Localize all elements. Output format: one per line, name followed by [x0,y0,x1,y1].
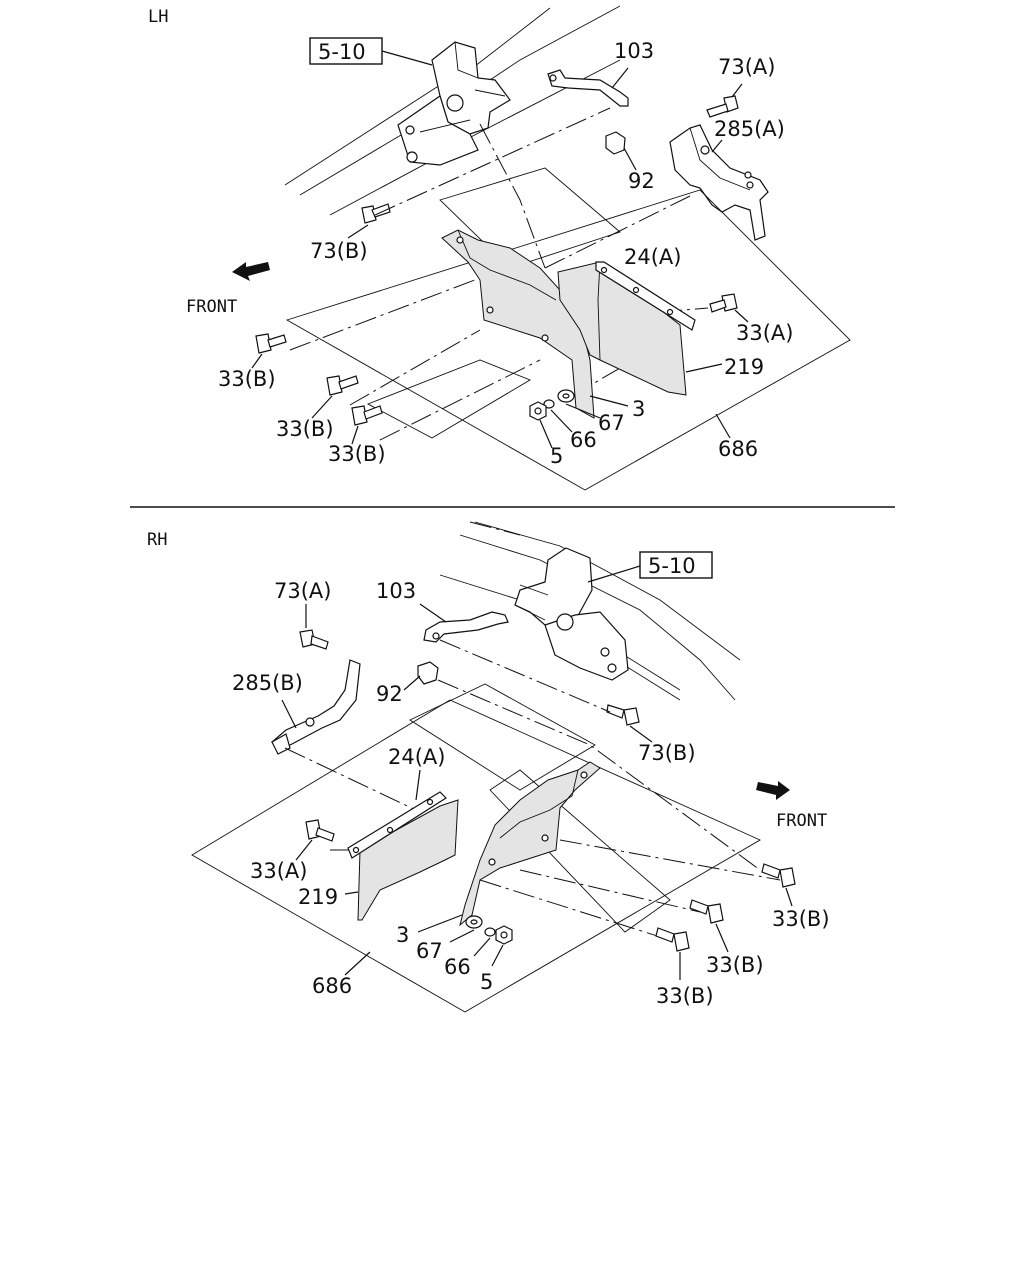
rh-callout-67: 67 [416,939,443,963]
rh-callout-33b-1: 33(B) [772,907,830,931]
lh-callout-92: 92 [628,169,655,193]
rh-section-title: RH [147,530,167,550]
lh-callout-66: 66 [570,428,597,452]
lh-ref-box[interactable] [309,37,383,65]
rh-bolt-33b-3 [655,927,690,980]
lh-part-92 [605,131,637,171]
rh-callout-686: 686 [312,974,352,998]
lh-callout-67: 67 [598,411,625,435]
lh-callout-686: 686 [718,437,758,461]
lh-bolt-73a [706,83,743,118]
lh-front-arrow-icon [232,262,270,281]
rh-front-arrow-icon [756,781,790,800]
rh-callout-33b-3: 33(B) [656,984,714,1008]
rh-part-285b [271,659,361,755]
rh-callout-219: 219 [298,885,338,909]
rh-part-103 [419,603,509,643]
rh-callout-103: 103 [376,579,416,603]
rh-mudguard-main [459,761,601,927]
lh-section-title: LH [148,7,168,27]
rh-plane-686 [191,699,761,1013]
rh-frame-rails [439,521,741,701]
lh-front-indicator: FRONT [186,262,270,317]
rh-callout-92: 92 [376,682,403,706]
lh-callout-33a: 33(A) [736,321,793,345]
rh-hardware-3-67-66-5 [344,891,513,976]
rh-section: RH 5-10 [147,521,830,1013]
lh-bolt-33b-3 [351,405,383,445]
rh-callout-73b: 73(B) [638,741,696,765]
rh-callout-24a: 24(A) [388,745,445,769]
lh-callout-5: 5 [550,444,563,468]
lh-callout-24a: 24(A) [624,245,681,269]
lh-engine-mount [397,41,511,166]
lh-bolt-33b-2 [311,375,359,419]
rh-callout-5: 5 [480,970,493,994]
rh-bolt-73a [299,604,329,650]
rh-bolt-73b [606,704,653,743]
lh-plane-686 [285,189,851,491]
rh-bolt-33b-2 [689,899,729,953]
lh-callout-285a: 285(A) [714,117,785,141]
lh-front-label: FRONT [186,297,237,317]
lh-section: LH 5-10 [148,5,851,491]
lh-callout-73b: 73(B) [310,239,368,263]
lh-callout-33b-3: 33(B) [328,442,386,466]
rh-callout-66: 66 [444,955,471,979]
rh-callout-3: 3 [396,923,409,947]
lh-callout-33b-1: 33(B) [218,367,276,391]
rh-part-92 [403,661,439,691]
lh-callout-73a: 73(A) [718,55,775,79]
rh-ref-box[interactable] [639,551,713,579]
lh-ref-box-label: 5-10 [318,40,366,64]
lh-bolt-33b-1 [251,333,287,369]
lh-mudguard-main [441,229,595,419]
lh-callout-103: 103 [614,39,654,63]
lh-part-103 [547,67,629,107]
rh-callout-285b: 285(B) [232,671,303,695]
lh-callout-33b-2: 33(B) [276,417,334,441]
lh-part-24a [595,261,696,331]
lh-callout-219: 219 [724,355,764,379]
rh-callout-33b-2: 33(B) [706,953,764,977]
rh-bolt-33b-1 [761,863,796,907]
lh-bolt-73b [347,203,391,239]
rh-ref-box-label: 5-10 [648,554,696,578]
rh-callout-33a: 33(A) [250,859,307,883]
rh-front-label: FRONT [776,811,827,831]
rh-part-24a [347,769,447,859]
lh-bolt-33a [709,293,749,323]
lh-callout-3: 3 [632,397,645,421]
rh-engine-mount [514,547,629,681]
rh-bolt-33a [295,819,335,861]
lh-hardware-3-67-66-5 [529,363,731,449]
rh-callout-73a: 73(A) [274,579,331,603]
lh-part-285a [669,124,769,241]
rh-front-indicator: FRONT [756,781,827,831]
